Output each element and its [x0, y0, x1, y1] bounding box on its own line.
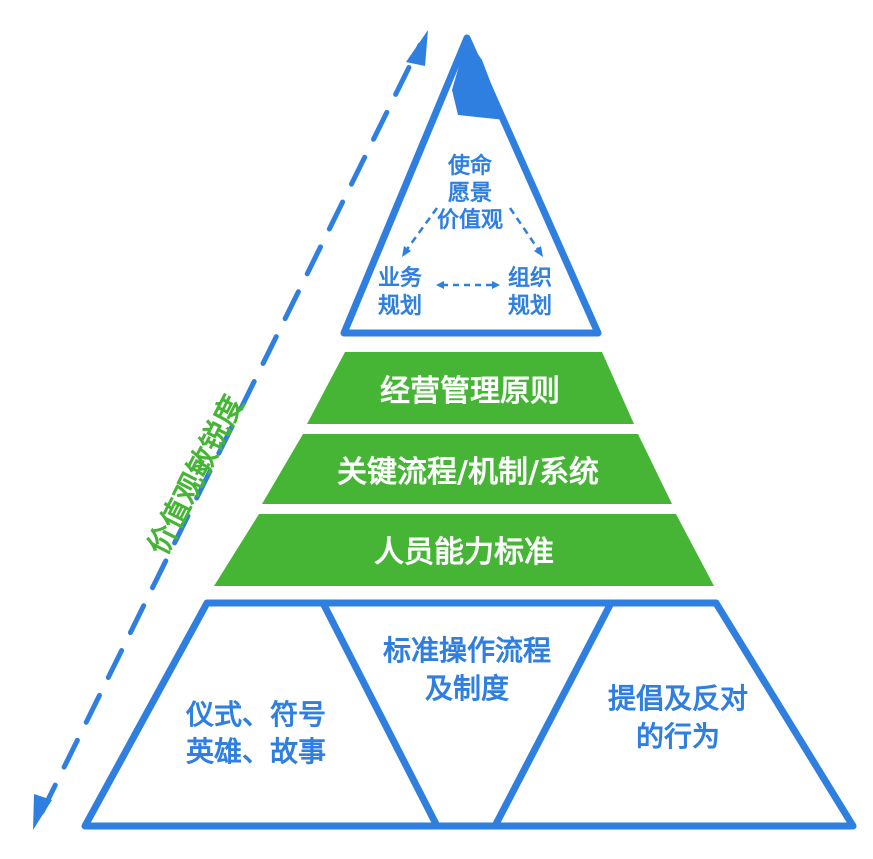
right-arrowhead-icon [492, 281, 500, 289]
axis-arrow-down-icon [33, 794, 52, 830]
left-arrowhead-icon [436, 281, 444, 289]
band-label-standards: 人员能力标准 [374, 535, 554, 570]
top-tier-tip [452, 38, 505, 120]
sop-label-2: 及制度 [425, 672, 509, 705]
top-tier-triangle [340, 34, 602, 337]
band-people-standards [214, 514, 714, 586]
axis-arrow-up-icon [406, 30, 428, 66]
sop-label-1: 标准操作流程 [383, 634, 551, 667]
org-planning-label-2: 规划 [508, 294, 552, 319]
rituals-label-2: 英雄、故事 [186, 735, 326, 768]
rituals-label-1: 仪式、符号 [185, 698, 326, 731]
axis-dashed-line [39, 42, 423, 815]
business-planning-label-1: 业务 [378, 266, 423, 291]
core-label-mission: 使命 [447, 153, 493, 179]
band-key-processes [262, 434, 672, 504]
core-label-values: 价值观 [437, 207, 503, 233]
core-to-right-arrow [508, 207, 542, 253]
behaviors-label-2: 的行为 [636, 720, 720, 753]
core-to-left-arrowhead-icon [402, 246, 411, 257]
org-planning-label-1: 组织 [508, 265, 552, 291]
bottom-tier-inverted-triangle [319, 599, 615, 830]
core-to-right-arrowhead-icon [534, 246, 543, 257]
band-operating-principles [307, 352, 634, 424]
band-label-principles: 经营管理原则 [380, 374, 560, 409]
band-label-processes: 关键流程/机制/系统 [337, 455, 599, 490]
core-label-vision: 愿景 [448, 181, 492, 206]
business-planning-label-2: 规划 [378, 294, 422, 319]
axis-label: 价值观敏锐度 [141, 390, 250, 560]
core-to-left-arrow [403, 207, 439, 253]
behaviors-label-1: 提倡及反对 [608, 682, 748, 715]
